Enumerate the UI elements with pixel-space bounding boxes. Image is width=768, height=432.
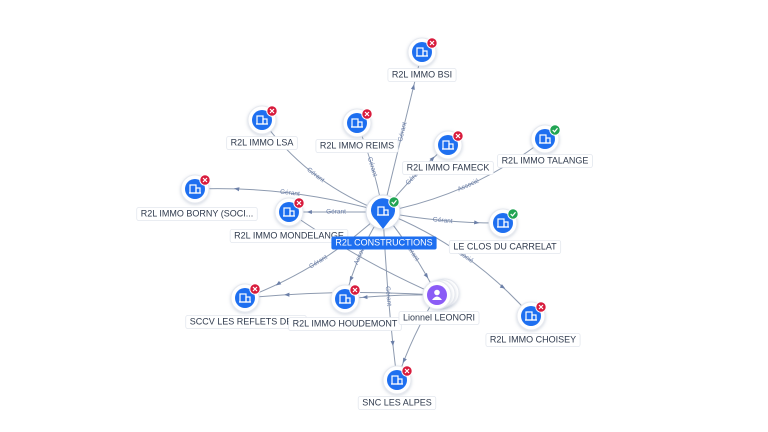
relationship-edge — [288, 211, 438, 296]
edge-arrow — [306, 209, 312, 215]
building-icon — [416, 47, 428, 57]
closed-status-icon — [293, 197, 305, 209]
closed-status-icon — [249, 283, 261, 295]
edge-label: Associé — [457, 177, 481, 193]
closed-status-icon — [361, 108, 373, 120]
graph-node-mondelange[interactable]: R2L IMMO MONDELANGE — [229, 197, 349, 243]
edge-arrow — [473, 220, 480, 225]
edge-label: Gérant — [326, 209, 346, 216]
node-label: R2L IMMO MONDELANGE — [234, 230, 344, 240]
graph-node-carrelat[interactable]: LE CLOS DU CARRELAT — [448, 208, 562, 254]
building-icon — [351, 118, 363, 128]
edge-label: Gérant — [384, 286, 393, 307]
node-label-background — [497, 154, 593, 168]
node-label: R2L IMMO HOUDEMONT — [293, 318, 398, 328]
node-label: R2L IMMO LSA — [231, 137, 294, 147]
edge-arrow — [275, 280, 282, 286]
building-icon — [377, 206, 389, 216]
edge-label: Gérant — [280, 189, 301, 198]
building-icon — [283, 207, 295, 217]
relationship-edge — [244, 211, 384, 299]
node-label-background — [357, 396, 437, 410]
edge-label: Gérant — [397, 121, 409, 142]
node-label-background — [136, 207, 258, 221]
graph-node-borny[interactable]: R2L IMMO BORNY (SOCI... — [136, 174, 258, 221]
closed-status-icon — [199, 174, 211, 186]
graph-node-alpes[interactable]: SNC LES ALPES — [357, 365, 437, 410]
nodes-layer: R2L IMMO BSI R2L IMMO LSA R2L IMMO REIMS R2… — [136, 37, 593, 410]
building-icon — [239, 293, 251, 303]
relationship-edge — [194, 188, 384, 213]
edge-label: Gérant — [432, 216, 453, 225]
closed-status-icon — [401, 365, 413, 377]
relationship-edge — [261, 119, 384, 213]
edge-arrow — [349, 275, 354, 282]
person-icon — [432, 289, 442, 300]
edge-arrow — [410, 84, 415, 90]
node-label: R2L IMMO FAMECK — [407, 162, 490, 172]
building-icon — [339, 294, 351, 304]
closed-status-icon — [535, 301, 547, 313]
node-label: R2L IMMO BORNY (SOCI... — [141, 208, 254, 218]
edge-arrow — [423, 272, 429, 279]
edge-label: Gérant — [366, 156, 378, 177]
edge-label: Gérant — [308, 254, 329, 271]
building-icon — [391, 375, 403, 385]
center-node[interactable]: R2L CONSTRUCTIONS — [331, 194, 437, 250]
relationship-edge — [382, 211, 532, 317]
node-label: LE CLOS DU CARRELAT — [453, 241, 557, 251]
graph-node-bsi[interactable]: R2L IMMO BSI — [387, 37, 457, 82]
graph-node-talange[interactable]: R2L IMMO TALANGE — [497, 124, 593, 168]
edge-arrow — [284, 292, 290, 297]
node-label-background — [331, 236, 437, 250]
edge-arrow — [234, 187, 240, 192]
node-label-background — [485, 333, 581, 347]
node-circle — [422, 278, 460, 310]
edge-arrow — [429, 156, 435, 162]
building-icon — [497, 218, 509, 228]
building-icon — [256, 115, 268, 125]
node-label: R2L IMMO CHOISEY — [490, 334, 576, 344]
graph-node-reims[interactable]: R2L IMMO REIMS — [315, 108, 399, 153]
graph-node-houdemont[interactable]: R2L IMMO HOUDEMONT — [288, 284, 402, 331]
node-label: Lionnel LEONORI — [403, 312, 475, 322]
node-label: SNC LES ALPES — [362, 397, 432, 407]
edge-label: Gérant — [305, 166, 325, 184]
edge-arrow — [362, 295, 368, 300]
node-label-background — [448, 240, 562, 254]
building-icon — [525, 311, 537, 321]
closed-status-icon — [426, 37, 438, 49]
graph-node-leonori[interactable]: Lionnel LEONORI — [398, 278, 480, 325]
building-icon — [539, 134, 551, 144]
node-label-background — [229, 229, 349, 243]
building-icon — [189, 184, 201, 194]
node-label: R2L IMMO TALANGE — [502, 155, 589, 165]
node-label-background — [398, 311, 480, 325]
active-status-icon — [549, 124, 561, 136]
node-label-background — [402, 161, 494, 175]
node-label: SCCV LES REFLETS DE ... — [190, 316, 303, 326]
node-label-background — [387, 68, 457, 82]
node-label: R2L IMMO REIMS — [320, 140, 394, 150]
node-label-background — [315, 139, 399, 153]
center-node-label: R2L CONSTRUCTIONS — [335, 237, 432, 247]
closed-status-icon — [452, 130, 464, 142]
active-status-icon — [388, 196, 400, 208]
graph-node-sccv[interactable]: SCCV LES REFLETS DE ... — [185, 283, 307, 329]
relationship-edge — [382, 138, 546, 213]
graph-node-fameck[interactable]: R2L IMMO FAMECK — [402, 130, 494, 175]
closed-status-icon — [266, 105, 278, 117]
graph-node-lsa[interactable]: R2L IMMO LSA — [226, 105, 298, 150]
location-pin-icon — [371, 198, 395, 229]
building-icon — [442, 140, 454, 150]
closed-status-icon — [349, 284, 361, 296]
graph-node-choisey[interactable]: R2L IMMO CHOISEY — [485, 301, 581, 347]
edge-arrow — [499, 284, 506, 289]
active-status-icon — [507, 208, 519, 220]
node-label: R2L IMMO BSI — [392, 69, 452, 79]
edge-arrow — [402, 357, 407, 364]
node-label-background — [226, 136, 298, 150]
edge-arrow — [390, 340, 395, 347]
